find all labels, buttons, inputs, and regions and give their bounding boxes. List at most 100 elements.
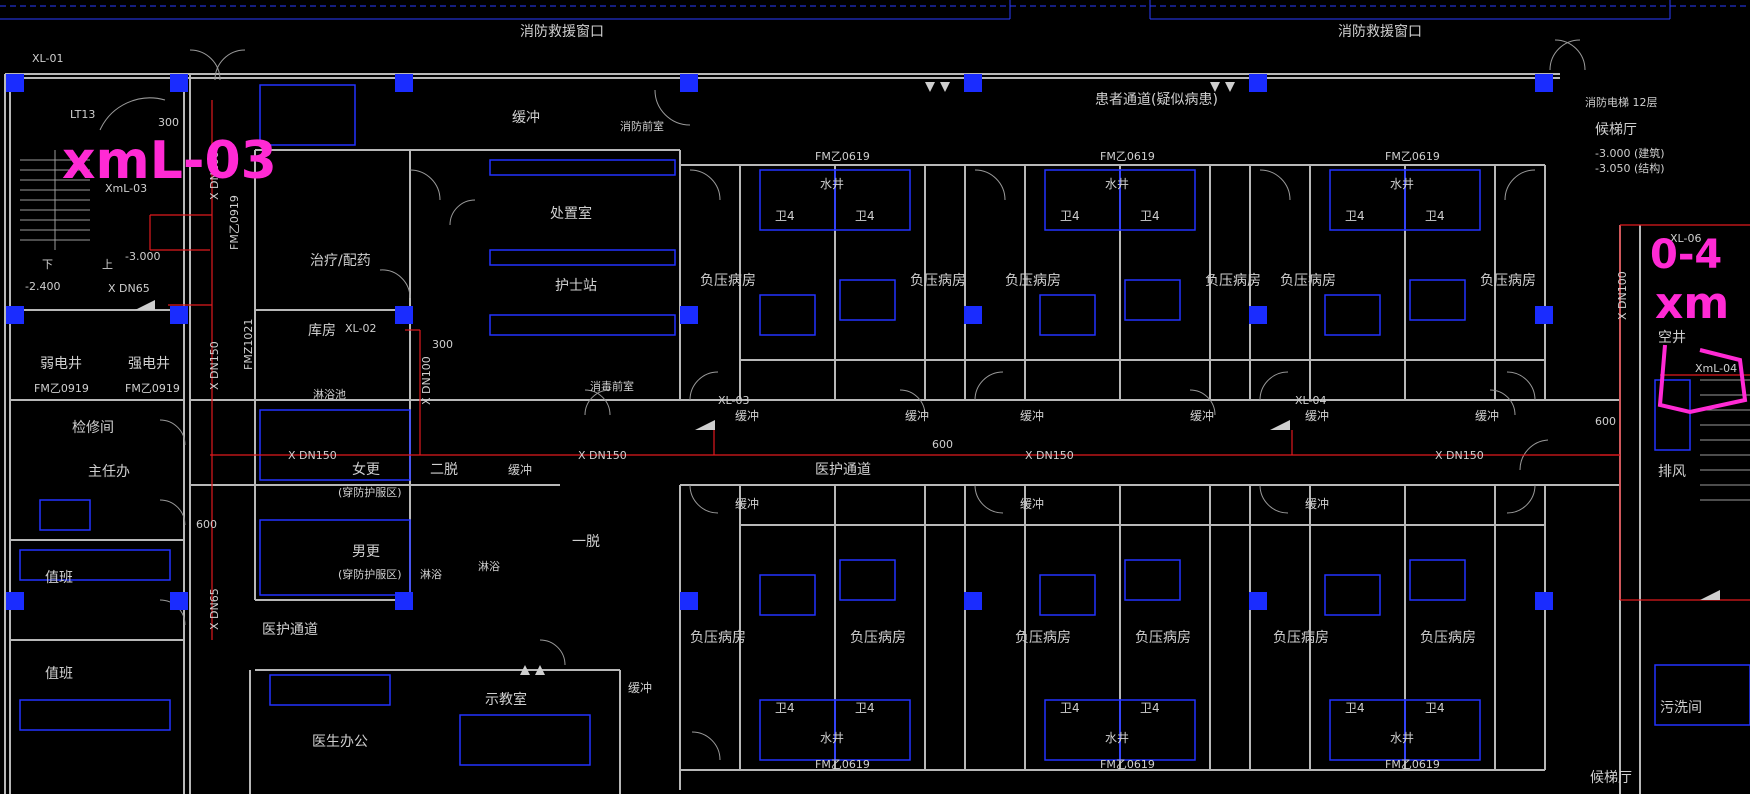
medical-corridor-label: 医护通道 — [815, 462, 871, 478]
level-minus-3000: -3.000 — [125, 250, 160, 263]
buffer-label: 缓冲 — [508, 462, 532, 477]
patient-room-label: 负压病房 — [700, 273, 756, 289]
top-frame — [0, 0, 1750, 20]
water-well-label: 水井 — [820, 731, 844, 745]
room-dirty-wash-label: 污洗间 — [1660, 700, 1702, 716]
door-code-label: FM乙0619 — [1100, 758, 1155, 771]
pipe-label-xl02: XL-02 — [345, 322, 376, 335]
patient-room-label: 负压病房 — [1135, 630, 1191, 646]
buffer-label: 缓冲 — [1475, 408, 1499, 423]
elevator-note-label: 消防电梯 12层 — [1585, 95, 1658, 109]
door-code-label: FM乙0919 — [125, 382, 180, 395]
room-shower-sink-label: 淋浴池 — [313, 388, 346, 401]
buffer-label: 缓冲 — [1305, 408, 1329, 423]
pipe-label-dn150-b: X DN150 — [578, 449, 627, 462]
room-shower-2-label: 淋浴 — [478, 560, 500, 573]
door-code-label: FM乙0919 — [228, 195, 241, 250]
toilet-label: 卫4 — [855, 701, 875, 715]
room-storage-label: 库房 — [308, 323, 336, 339]
room-male-change-sub: (穿防护服区) — [338, 567, 402, 581]
door-code-label: FM乙0619 — [1100, 150, 1155, 163]
toilet-label: 卫4 — [775, 209, 795, 223]
waiting-bottom-label: 候梯厅 — [1590, 770, 1632, 786]
dimension-600-a: 600 — [196, 518, 217, 531]
pipe-label-xl03: XL-03 — [718, 394, 749, 407]
dimension-600-b: 600 — [932, 438, 953, 451]
dimension-600-c: 600 — [1595, 415, 1616, 428]
water-well-label: 水井 — [1105, 731, 1129, 745]
buffer-label: 缓冲 — [628, 680, 652, 695]
water-well-label: 水井 — [820, 177, 844, 191]
level-markers — [135, 82, 1720, 675]
room-female-change-label: 女更 — [352, 461, 380, 478]
buffer-label: 缓冲 — [1020, 408, 1044, 423]
toilet-label: 卫4 — [1060, 701, 1080, 715]
buffer-label: 缓冲 — [735, 496, 759, 511]
pipe-label-xl04: XL-04 — [1295, 394, 1326, 407]
patient-room-label: 负压病房 — [1280, 273, 1336, 289]
handwritten-annotations — [1657, 344, 1748, 415]
patient-room-label: 负压病房 — [1420, 630, 1476, 646]
room-first-change-label: 一脱 — [572, 534, 600, 550]
patient-corridor-label: 患者通道(疑似病患) — [1095, 92, 1218, 108]
structural-columns — [6, 74, 1553, 610]
fixtures — [19, 84, 1750, 766]
room-duty-1-label: 值班 — [45, 570, 73, 586]
patient-room-label: 负压病房 — [850, 630, 906, 646]
pipe-label-xl06: XL-06 — [1670, 232, 1701, 245]
door-code-label: FM乙0919 — [34, 382, 89, 395]
toilet-label: 卫4 — [1345, 209, 1365, 223]
door-code-label: FM乙0619 — [815, 150, 870, 163]
patient-room-label: 负压病房 — [690, 630, 746, 646]
toilet-label: 卫4 — [855, 209, 875, 223]
door-code-label: FM乙0619 — [1385, 758, 1440, 771]
room-treatment-label: 治疗/配药 — [310, 253, 371, 269]
water-well-label: 水井 — [1390, 731, 1414, 745]
patient-room-label: 负压病房 — [1480, 273, 1536, 289]
stairs — [20, 150, 1750, 501]
buffer-label: 缓冲 — [735, 408, 759, 423]
fire-pipes — [149, 100, 1750, 640]
pipe-label-dn100-b: X DN100 — [420, 356, 433, 405]
disinfect-label: 消毒前室 — [590, 379, 634, 393]
handwritten-note-left: xmL-03 — [62, 131, 277, 191]
buffer-label: 缓冲 — [1020, 496, 1044, 511]
toilet-label: 卫4 — [775, 701, 795, 715]
toilet-label: 卫4 — [1060, 209, 1080, 223]
room-duty-2-label: 值班 — [45, 666, 73, 682]
pipe-label-dn100-a: X DN100 — [208, 151, 221, 200]
patient-room-label: 负压病房 — [910, 273, 966, 289]
patient-room-label: 负压病房 — [1015, 630, 1071, 646]
toilet-label: 卫4 — [1140, 209, 1160, 223]
dimension-300-b: 300 — [432, 338, 453, 351]
rescue-window-left-label: 消防救援窗口 — [520, 23, 604, 40]
pipe-label-dn150-c: X DN150 — [1025, 449, 1074, 462]
toilet-label: 卫4 — [1140, 701, 1160, 715]
room-second-change-label: 二脱 — [430, 462, 458, 478]
room-doctor-office-label: 医生办公 — [312, 734, 368, 750]
elevator-level-2: -3.050 (结构) — [1595, 161, 1665, 175]
pipe-label-dn100-c: X DN100 — [1616, 271, 1629, 320]
pipe-label-dn150-a: X DN150 — [288, 449, 337, 462]
buffer-label: 缓冲 — [1190, 408, 1214, 423]
water-well-label: 水井 — [1105, 177, 1129, 191]
room-demo-label: 示教室 — [485, 691, 527, 708]
room-director-label: 主任办 — [88, 464, 130, 480]
water-well-label: 水井 — [1390, 177, 1414, 191]
room-shower-1-label: 淋浴 — [420, 568, 442, 581]
rescue-window-right-label: 消防救援窗口 — [1338, 23, 1422, 40]
room-exhaust-label: 排风 — [1658, 464, 1686, 480]
pipe-label-dn150-v: X DN150 — [208, 341, 221, 390]
patient-room-label: 负压病房 — [1273, 630, 1329, 646]
room-female-change-sub: (穿防护服区) — [338, 485, 402, 499]
buffer-label: 缓冲 — [905, 408, 929, 423]
pipe-label-xml03: XmL-03 — [105, 182, 147, 195]
buffer-top-label: 缓冲 — [512, 110, 540, 126]
room-air-shaft-label: 空井 — [1658, 330, 1686, 346]
toilet-label: 卫4 — [1425, 209, 1445, 223]
stair-up-label: 上 — [102, 258, 113, 271]
room-disposal-label: 处置室 — [550, 205, 592, 222]
pipe-label-dn65-a: X DN65 — [108, 282, 150, 295]
doctor-corridor-label: 医护通道 — [262, 622, 318, 638]
pipe-label-xml04: XmL-04 — [1695, 362, 1737, 375]
